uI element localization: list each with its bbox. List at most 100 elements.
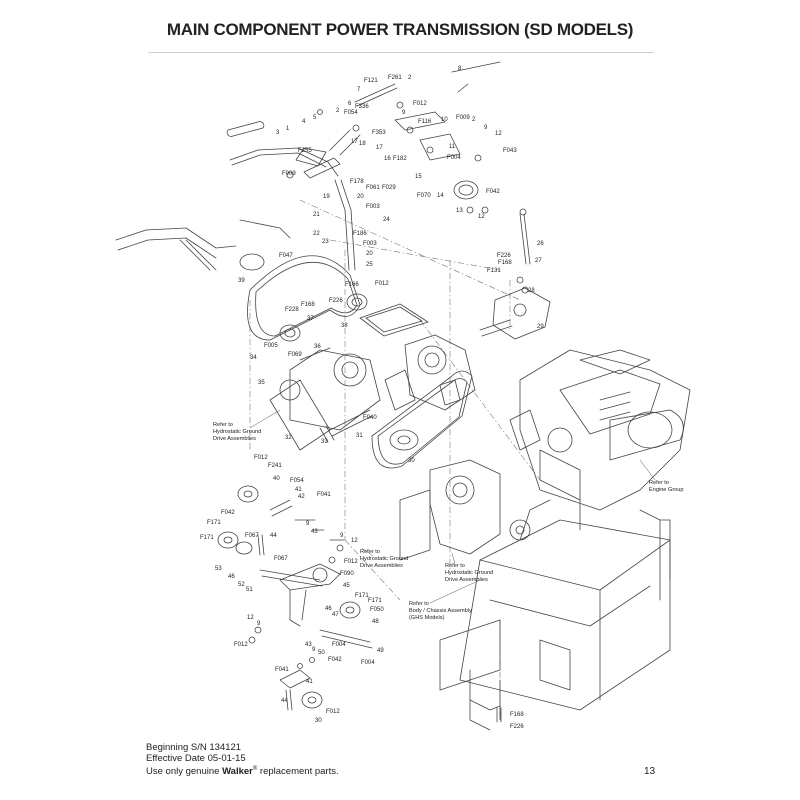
svg-text:F168: F168 — [510, 712, 524, 718]
svg-text:F054: F054 — [290, 478, 304, 484]
svg-text:45: 45 — [343, 583, 350, 589]
genuine-parts-note: Use only genuine Walker® replacement par… — [146, 766, 339, 778]
svg-text:F168: F168 — [301, 302, 315, 308]
svg-text:40: 40 — [273, 476, 280, 482]
note-hydrostatic-mid-3: Drive Assemblies — [360, 563, 403, 569]
footer: Beginning S/N 134121 Effective Date 05-0… — [146, 742, 339, 778]
svg-text:F043: F043 — [503, 148, 517, 154]
svg-text:F040: F040 — [363, 415, 377, 421]
svg-text:13: 13 — [456, 208, 463, 214]
svg-text:F228: F228 — [285, 307, 299, 313]
svg-text:F336: F336 — [355, 104, 369, 110]
svg-text:34: 34 — [250, 355, 257, 361]
svg-text:33: 33 — [321, 439, 328, 445]
svg-text:F353: F353 — [372, 130, 386, 136]
svg-text:11: 11 — [449, 144, 456, 150]
svg-text:41: 41 — [306, 679, 313, 685]
svg-text:9: 9 — [257, 621, 261, 627]
svg-text:53: 53 — [215, 566, 222, 572]
svg-text:F012: F012 — [344, 559, 358, 565]
svg-text:48: 48 — [372, 619, 379, 625]
svg-text:F012: F012 — [375, 281, 389, 287]
svg-text:F050: F050 — [370, 607, 384, 613]
svg-text:12: 12 — [351, 538, 358, 544]
svg-text:F041: F041 — [317, 492, 331, 498]
svg-text:F041: F041 — [275, 667, 289, 673]
svg-text:2: 2 — [408, 75, 412, 81]
note-hydrostatic-left-1: Refer to — [213, 422, 233, 428]
svg-text:12: 12 — [495, 131, 502, 137]
svg-text:F168: F168 — [498, 260, 512, 266]
svg-text:22: 22 — [313, 231, 320, 237]
svg-text:F004: F004 — [447, 155, 461, 161]
svg-text:12: 12 — [478, 214, 485, 220]
svg-text:F069: F069 — [288, 352, 302, 358]
gearbox-right — [479, 208, 551, 340]
svg-text:24: 24 — [383, 217, 390, 223]
reference-notes: Refer to Hydrostatic Ground Drive Assemb… — [213, 422, 684, 621]
note-body-2: Body / Chassis Assembly — [409, 608, 472, 614]
note-body-3: (GHS Models) — [409, 615, 445, 621]
svg-text:20: 20 — [357, 194, 364, 200]
svg-text:9: 9 — [312, 647, 316, 653]
svg-text:F012: F012 — [234, 642, 248, 648]
svg-text:10: 10 — [441, 117, 448, 123]
svg-text:21: 21 — [313, 212, 320, 218]
page-title: MAIN COMPONENT POWER TRANSMISSION (SD MO… — [166, 20, 634, 39]
svg-text:9: 9 — [306, 521, 310, 527]
svg-text:6: 6 — [348, 101, 352, 107]
drive-belt — [247, 255, 361, 341]
svg-text:2: 2 — [336, 108, 340, 114]
note-hydrostatic-right-2: Hydrostatic Ground — [445, 570, 493, 576]
svg-text:F061: F061 — [366, 185, 380, 191]
svg-text:F186: F186 — [353, 231, 367, 237]
svg-text:39: 39 — [238, 278, 245, 284]
svg-text:F047: F047 — [279, 253, 293, 259]
svg-text:35: 35 — [258, 380, 265, 386]
svg-text:43: 43 — [311, 529, 318, 535]
svg-text:8: 8 — [458, 66, 462, 72]
gearbox-left — [269, 347, 381, 451]
svg-text:44: 44 — [270, 533, 277, 539]
control-handle — [226, 61, 501, 271]
svg-text:F009: F009 — [282, 171, 296, 177]
svg-text:F171: F171 — [368, 598, 382, 604]
note-hydrostatic-mid-1: Refer to — [360, 549, 380, 555]
svg-text:F166: F166 — [345, 282, 359, 288]
svg-text:38: 38 — [341, 323, 348, 329]
svg-text:37: 37 — [307, 316, 314, 322]
svg-text:49: 49 — [377, 648, 384, 654]
svg-text:F171: F171 — [200, 535, 214, 541]
svg-text:F004: F004 — [332, 642, 346, 648]
note-body-1: Refer to — [409, 601, 429, 607]
svg-text:F012: F012 — [413, 101, 427, 107]
svg-text:F116: F116 — [418, 119, 432, 125]
svg-text:F004: F004 — [361, 660, 375, 666]
svg-text:20: 20 — [366, 251, 373, 257]
svg-text:1: 1 — [286, 126, 290, 132]
svg-text:18: 18 — [359, 141, 366, 147]
gearbox-middle — [384, 334, 476, 411]
svg-text:46: 46 — [325, 606, 332, 612]
svg-text:F070: F070 — [417, 193, 431, 199]
svg-text:2: 2 — [472, 117, 476, 123]
svg-text:29: 29 — [537, 324, 544, 330]
svg-text:F067: F067 — [245, 533, 259, 539]
svg-text:46: 46 — [228, 574, 235, 580]
effective-date: Effective Date 05-01-15 — [146, 753, 246, 765]
note-hydrostatic-right-1: Refer to — [445, 563, 465, 569]
svg-text:16: 16 — [384, 156, 391, 162]
svg-text:9: 9 — [340, 533, 344, 539]
note-hydrostatic-left-3: Drive Assemblies — [213, 436, 256, 442]
svg-text:23: 23 — [322, 239, 329, 245]
svg-text:47: 47 — [332, 612, 339, 618]
svg-text:3: 3 — [276, 130, 280, 136]
svg-text:F131: F131 — [487, 268, 501, 274]
svg-text:44: 44 — [281, 698, 288, 704]
svg-text:F012: F012 — [254, 455, 268, 461]
svg-text:5: 5 — [313, 115, 317, 121]
svg-text:4: 4 — [302, 119, 306, 125]
svg-text:F005: F005 — [264, 343, 278, 349]
